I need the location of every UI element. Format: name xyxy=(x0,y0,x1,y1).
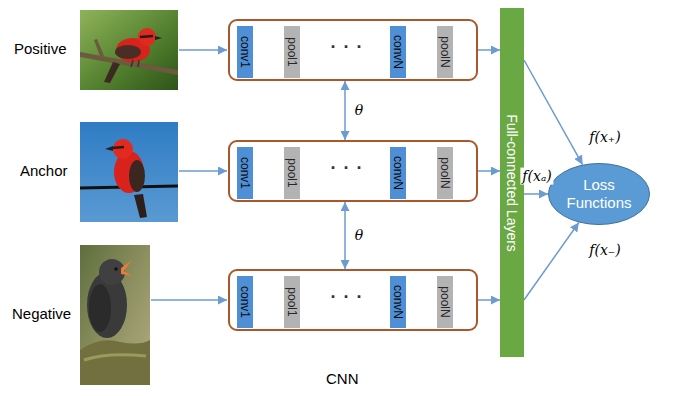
cnn-branch-box: · · · conv1 pool1 convN poolN xyxy=(228,140,478,202)
pool-layer: poolN xyxy=(437,26,453,78)
negative-photo xyxy=(80,245,150,385)
mossy-rock xyxy=(80,340,150,385)
input-arrow xyxy=(179,49,227,51)
bird-wing xyxy=(129,160,145,192)
caption-label: CNN xyxy=(326,370,359,387)
embedding-label: f(xₐ) xyxy=(520,168,553,185)
bird-legs xyxy=(131,60,139,67)
layer-name: conv1 xyxy=(238,286,252,318)
photo-background xyxy=(80,245,150,385)
flow-arrow xyxy=(524,60,583,165)
conv-layer: convN xyxy=(390,276,406,328)
flow-arrow xyxy=(478,49,500,51)
embedding-label: f(x₋) xyxy=(587,242,622,259)
bird-head xyxy=(113,139,133,159)
pool-layer: poolN xyxy=(437,276,453,328)
flow-arrow xyxy=(478,299,500,301)
flow-arrow xyxy=(478,170,500,172)
shared-weights-arrow xyxy=(344,81,346,140)
ellipse-label: Loss Functions xyxy=(560,176,638,212)
conv-layer: conv1 xyxy=(237,147,253,199)
bird-mask xyxy=(140,36,153,37)
twig xyxy=(94,39,104,56)
layer-name: convN xyxy=(391,35,405,69)
bird-beak xyxy=(155,36,162,40)
bird-eye xyxy=(114,267,118,271)
positive-photo xyxy=(80,10,178,90)
band-label: Full-connected Layers xyxy=(504,114,520,252)
conv-layer: conv1 xyxy=(237,26,253,78)
parameter-label: θ xyxy=(353,102,365,119)
shared-weights-arrow xyxy=(344,202,346,269)
conv-layer: convN xyxy=(390,26,406,78)
layer-name: poolN xyxy=(438,157,452,188)
layer-name: pool1 xyxy=(285,158,299,187)
ellipsis-mark: · · · xyxy=(331,37,364,58)
layer-name: poolN xyxy=(438,36,452,67)
input-arrow xyxy=(179,170,227,172)
bird-beak xyxy=(121,260,132,276)
loss-ellipse: Loss Functions xyxy=(548,163,650,225)
pool-layer: pool1 xyxy=(284,147,300,199)
row-label: Negative xyxy=(12,305,71,322)
bird-mask xyxy=(112,147,124,148)
pool-layer: pool1 xyxy=(284,26,300,78)
row-label: Anchor xyxy=(20,162,68,179)
photo-background xyxy=(80,122,178,222)
bird-tail xyxy=(104,62,120,83)
layer-name: pool1 xyxy=(285,287,299,316)
layer-name: conv1 xyxy=(238,36,252,68)
ellipsis-mark: · · · xyxy=(331,287,364,308)
flow-arrow xyxy=(524,193,548,195)
cnn-branch-box: · · · conv1 pool1 convN poolN xyxy=(228,19,478,81)
bird-tail xyxy=(134,194,147,218)
anchor-photo xyxy=(80,122,178,222)
layer-name: poolN xyxy=(438,286,452,317)
parameter-label: θ xyxy=(353,227,365,244)
embedding-label: f(x₊) xyxy=(587,129,622,146)
flow-arrow xyxy=(524,222,579,300)
row-label: Positive xyxy=(14,40,67,57)
layer-name: conv1 xyxy=(238,157,252,189)
input-arrow xyxy=(151,299,227,301)
moss xyxy=(84,355,146,360)
conv-layer: convN xyxy=(390,147,406,199)
bird-head xyxy=(138,28,156,46)
bird-wing xyxy=(115,45,141,59)
ellipse-outline xyxy=(549,164,650,225)
layer-name: pool1 xyxy=(285,37,299,66)
cnn-branch-box: · · · conv1 pool1 convN poolN xyxy=(228,269,478,331)
bird-beak xyxy=(105,146,113,151)
ellipsis-mark: · · · xyxy=(331,158,364,179)
pool-layer: poolN xyxy=(437,147,453,199)
conv-layer: conv1 xyxy=(237,276,253,328)
layer-name: convN xyxy=(391,156,405,190)
layer-name: convN xyxy=(391,285,405,319)
photo-background xyxy=(80,10,178,90)
bird-wing xyxy=(89,284,111,332)
pool-layer: pool1 xyxy=(284,276,300,328)
